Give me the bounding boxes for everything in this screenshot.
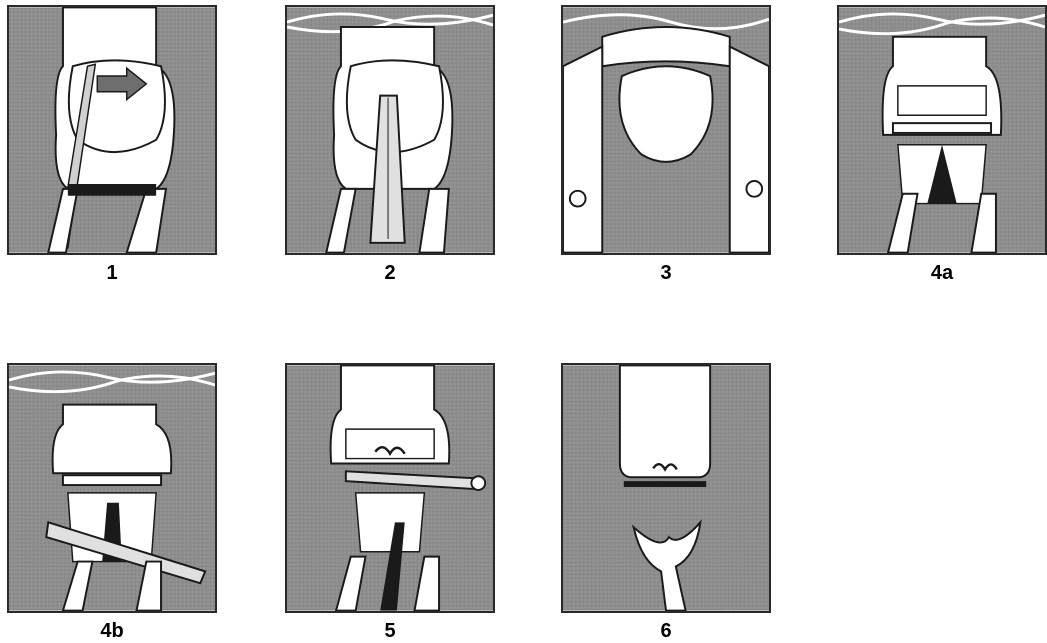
- step-5-label: 5: [285, 620, 495, 643]
- step-6-panel: [561, 363, 771, 613]
- step-4b-panel: [7, 363, 217, 613]
- step-1-illustration: [9, 7, 215, 253]
- step-3-label: 3: [561, 262, 771, 285]
- step-5-illustration: [287, 365, 493, 611]
- step-2-panel: [285, 5, 495, 255]
- step-4a-panel: [837, 5, 1047, 255]
- step-6-illustration: [563, 365, 769, 611]
- step-3-panel: [561, 5, 771, 255]
- step-6-label: 6: [561, 620, 771, 643]
- step-2-label: 2: [285, 262, 495, 285]
- step-4b-label: 4b: [7, 620, 217, 643]
- step-4a-illustration: [839, 7, 1045, 253]
- step-2-illustration: [287, 7, 493, 253]
- step-1-panel: [7, 5, 217, 255]
- step-3-illustration: [563, 7, 769, 253]
- step-5-panel: [285, 363, 495, 613]
- step-4a-label: 4a: [837, 262, 1047, 285]
- step-1-label: 1: [7, 262, 217, 285]
- step-4b-illustration: [9, 365, 215, 611]
